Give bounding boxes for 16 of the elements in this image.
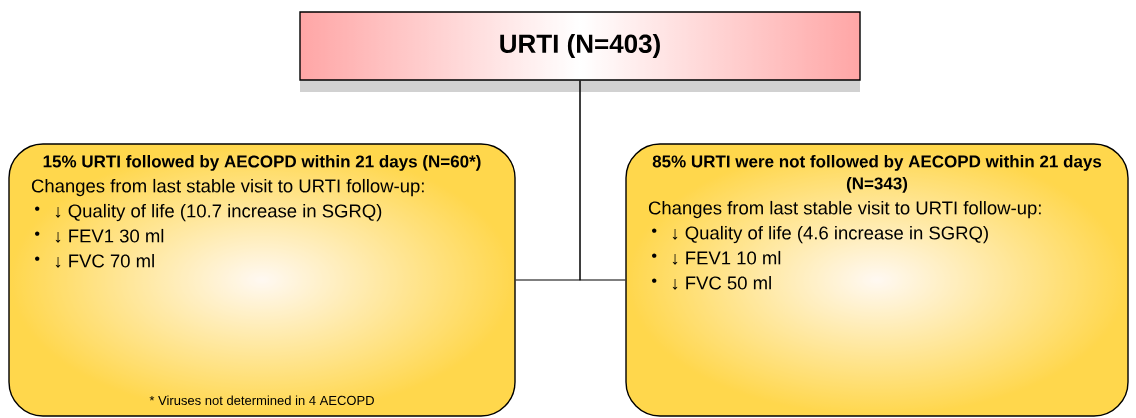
outcome-box <box>8 143 516 417</box>
bullet-text: ↓ Quality of life (10.7 increase in SGRQ) <box>55 203 382 222</box>
heading: 85% URTI were not followed by AECOPD within 21 days (N=343) <box>652 155 1102 193</box>
bullet-text: ↓ FEV1 10 ml <box>672 250 781 265</box>
bullet-text: ↓ Quality of life (4.6 increase in SGRQ) <box>672 225 988 244</box>
heading: 15% URTI followed by AECOPD within 21 days (N=60*) <box>43 155 481 171</box>
bullet-text: ↓ FVC 50 ml <box>672 275 771 290</box>
footnote: * Viruses not determined in 4 AECOPD <box>149 395 374 405</box>
bullet-text: ↓ FEV1 30 ml <box>55 228 164 243</box>
title-text: URTI (N=403) <box>500 33 660 59</box>
bullet-text: ↓ FVC 70 ml <box>55 253 154 268</box>
body-text: Changes from last stable visit to URTI follow-up: <box>648 200 1041 219</box>
outcome-box <box>625 143 1129 417</box>
root-box <box>299 11 861 81</box>
body-text: Changes from last stable visit to URTI follow-up: <box>31 178 424 197</box>
connector-line <box>579 80 626 281</box>
